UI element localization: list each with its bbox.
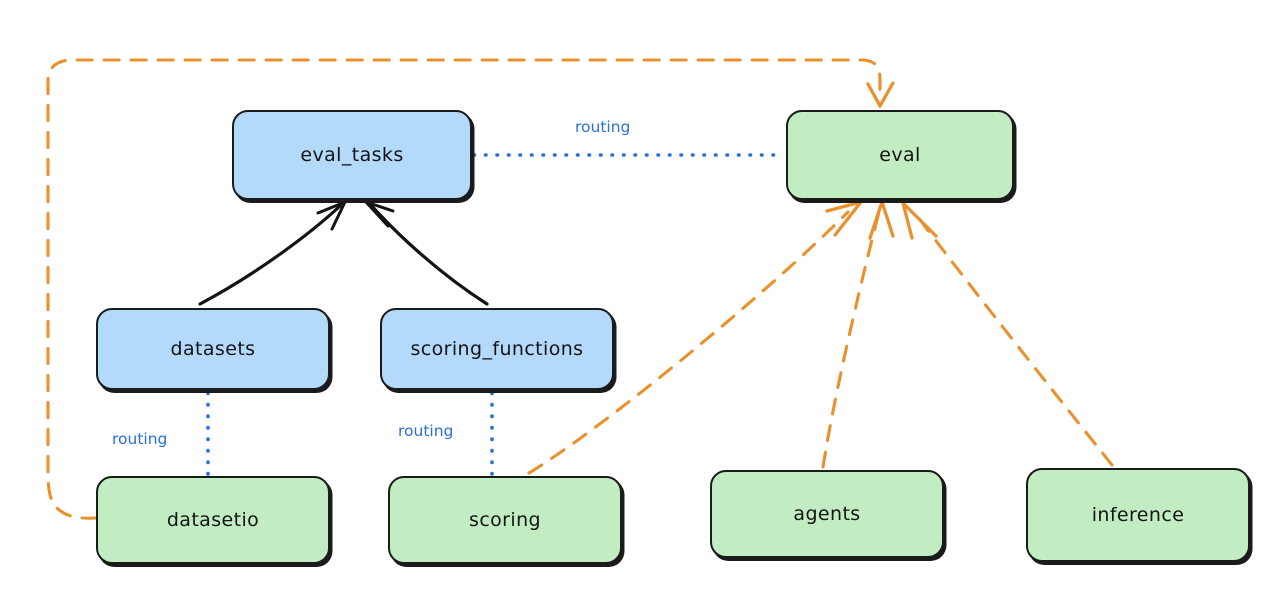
edge-agents-to-eval xyxy=(821,200,895,469)
node-datasetio[interactable]: datasetio xyxy=(96,476,330,564)
node-label: scoring_functions xyxy=(410,338,584,360)
edge-datasets-to-eval_tasks xyxy=(198,200,347,306)
node-label: scoring xyxy=(469,509,541,531)
node-scoring-functions[interactable]: scoring_functions xyxy=(380,308,614,390)
edge-inference-to-eval xyxy=(901,201,1114,467)
node-eval-tasks[interactable]: eval_tasks xyxy=(232,110,472,200)
node-label: datasets xyxy=(170,338,256,360)
node-label: datasetio xyxy=(166,509,260,531)
node-agents[interactable]: agents xyxy=(710,470,944,558)
edge-datasetio-to-eval xyxy=(46,58,895,520)
node-datasets[interactable]: datasets xyxy=(96,308,330,390)
node-label: eval_tasks xyxy=(300,144,404,166)
node-eval[interactable]: eval xyxy=(786,110,1014,200)
node-label: inference xyxy=(1091,504,1185,526)
node-scoring[interactable]: scoring xyxy=(388,476,622,564)
edge-scoring_functions-to-eval_tasks xyxy=(364,200,489,306)
node-inference[interactable]: inference xyxy=(1026,468,1250,562)
edge-label-routing-scoring-functions: routing xyxy=(398,422,454,440)
edge-label-routing-eval-tasks: routing xyxy=(575,118,631,136)
edge-scoring-to-eval xyxy=(527,200,863,475)
edge-label-routing-datasets: routing xyxy=(112,430,168,448)
node-label: agents xyxy=(793,503,861,525)
node-label: eval xyxy=(879,144,921,166)
